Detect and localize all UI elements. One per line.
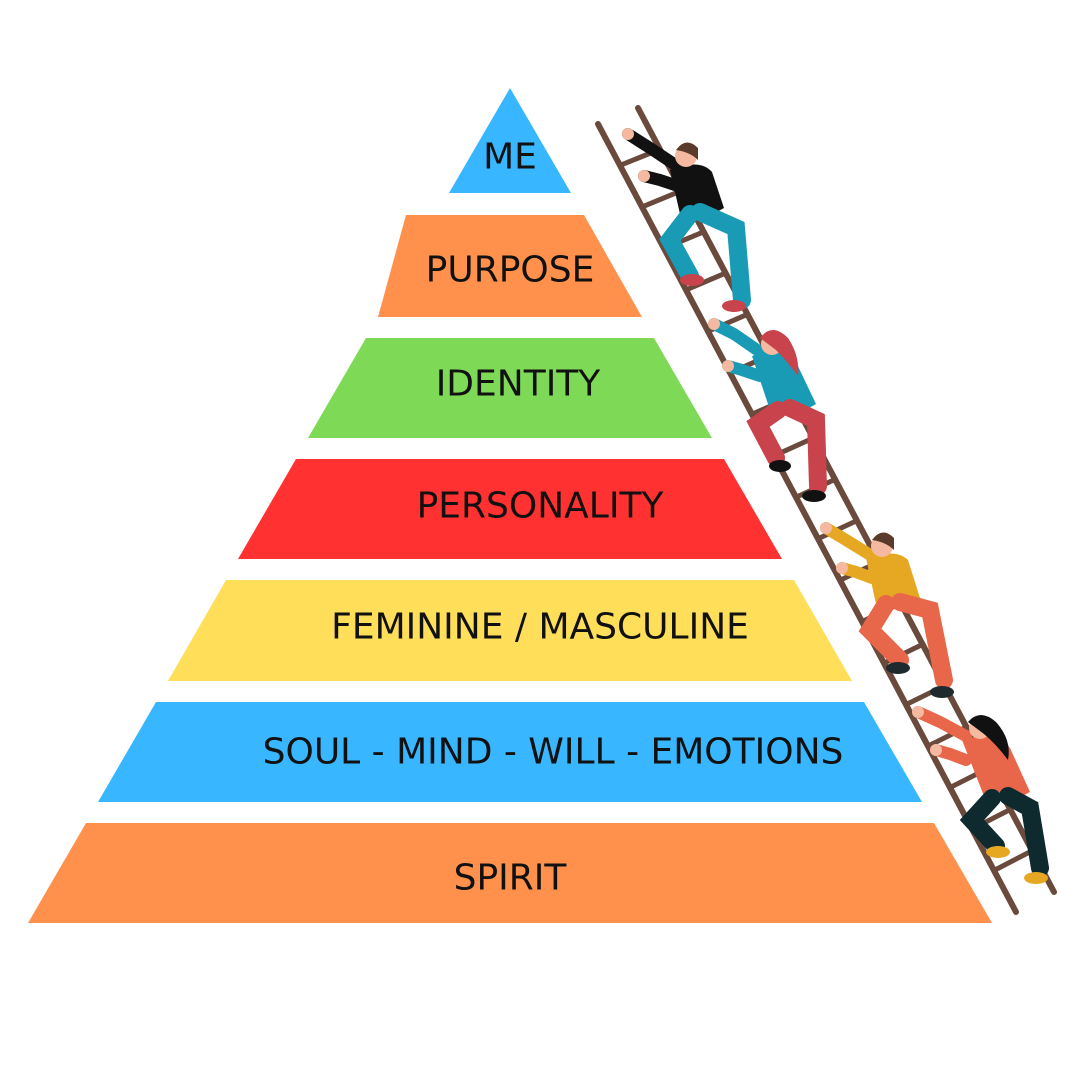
tier-feminine-masculine-label: FEMININE / MASCULINE: [331, 607, 749, 648]
tier-feminine-masculine-shape: [168, 580, 852, 681]
climber-3-hand-lower: [836, 562, 848, 574]
tier-purpose: PURPOSE: [378, 215, 642, 317]
climber-2-hair: [760, 330, 799, 376]
climber-2-hand-upper: [708, 318, 720, 330]
climber-1-hand-upper: [622, 128, 634, 140]
tier-soul-mind-will-emotions-label: SOUL - MIND - WILL - EMOTIONS: [263, 732, 844, 773]
climber-2-arm-upper: [708, 318, 766, 358]
climber-2-leg-back: [781, 399, 827, 495]
climber-3-shoe-front: [886, 662, 910, 674]
climber-3-shoe-back: [930, 686, 954, 698]
climber-3-hand-upper: [820, 522, 832, 534]
climber-4-leg-front: [959, 789, 1005, 855]
climber-4-shoe-front: [986, 846, 1010, 858]
tier-soul-mind-will-emotions: SOUL - MIND - WILL - EMOTIONS: [98, 702, 922, 802]
tier-identity-shape: [308, 338, 712, 438]
tier-identity: IDENTITY: [308, 338, 712, 438]
tier-purpose-label: PURPOSE: [426, 250, 595, 291]
climber-4-arm-upper: [912, 706, 972, 742]
climber-2-leg-front: [746, 401, 787, 467]
tier-spirit-shape: [28, 823, 992, 923]
climber-4: [912, 706, 1049, 884]
climber-1: [622, 128, 751, 312]
climber-1-torso: [670, 164, 724, 217]
tier-soul-mind-will-emotions-shape: [98, 702, 922, 802]
climber-3-torso: [866, 553, 920, 607]
climber-4-shoe-back: [1024, 872, 1048, 884]
tier-personality-shape: [238, 459, 782, 559]
climber-3-leg-back: [891, 593, 953, 689]
tier-spirit-label: SPIRIT: [454, 858, 568, 899]
ladder-rung: [639, 188, 685, 210]
ladder-rung: [683, 270, 729, 293]
climber-2-torso: [752, 352, 816, 413]
tier-personality-label: PERSONALITY: [417, 486, 665, 527]
climber-3: [820, 522, 954, 698]
climber-1-shoe-back: [722, 300, 746, 312]
ladder-left-rail: [595, 121, 1019, 915]
climber-1-shoe-front: [680, 274, 704, 286]
tier-personality: PERSONALITY: [238, 459, 782, 559]
climber-1-hand-lower: [638, 170, 650, 182]
climber-3-hair: [872, 532, 894, 550]
tier-me-shape: [449, 88, 571, 193]
ladder-rung: [991, 848, 1035, 874]
climber-4-hand-lower: [930, 744, 942, 756]
climber-4-hair: [968, 715, 1009, 760]
climber-1-hair: [676, 142, 698, 160]
climber-3-arm-upper: [820, 522, 878, 562]
ladder-illustration: [595, 105, 1057, 915]
tier-me: ME: [449, 88, 571, 193]
tier-identity-label: IDENTITY: [436, 364, 602, 405]
climber-2: [708, 318, 827, 502]
climber-4-torso: [962, 736, 1030, 801]
pyramid-tiers: ME PURPOSE IDENTITY PERSONALITY FEMININE…: [28, 88, 992, 923]
climber-2-shoe-back: [802, 490, 826, 502]
climber-4-hand-upper: [912, 706, 924, 718]
climber-3-leg-front: [858, 595, 909, 669]
climber-2-hand-lower: [722, 360, 734, 372]
tier-feminine-masculine: FEMININE / MASCULINE: [168, 580, 852, 681]
tier-purpose-shape: [378, 215, 642, 317]
climber-1-leg-back: [691, 203, 751, 309]
climber-1-arm-upper: [622, 128, 686, 174]
tier-spirit: SPIRIT: [28, 823, 992, 923]
climber-1-leg-front: [659, 205, 699, 285]
climber-2-shoe-front: [769, 460, 791, 472]
climber-4-leg-back: [999, 787, 1049, 877]
tier-me-label: ME: [483, 137, 537, 178]
